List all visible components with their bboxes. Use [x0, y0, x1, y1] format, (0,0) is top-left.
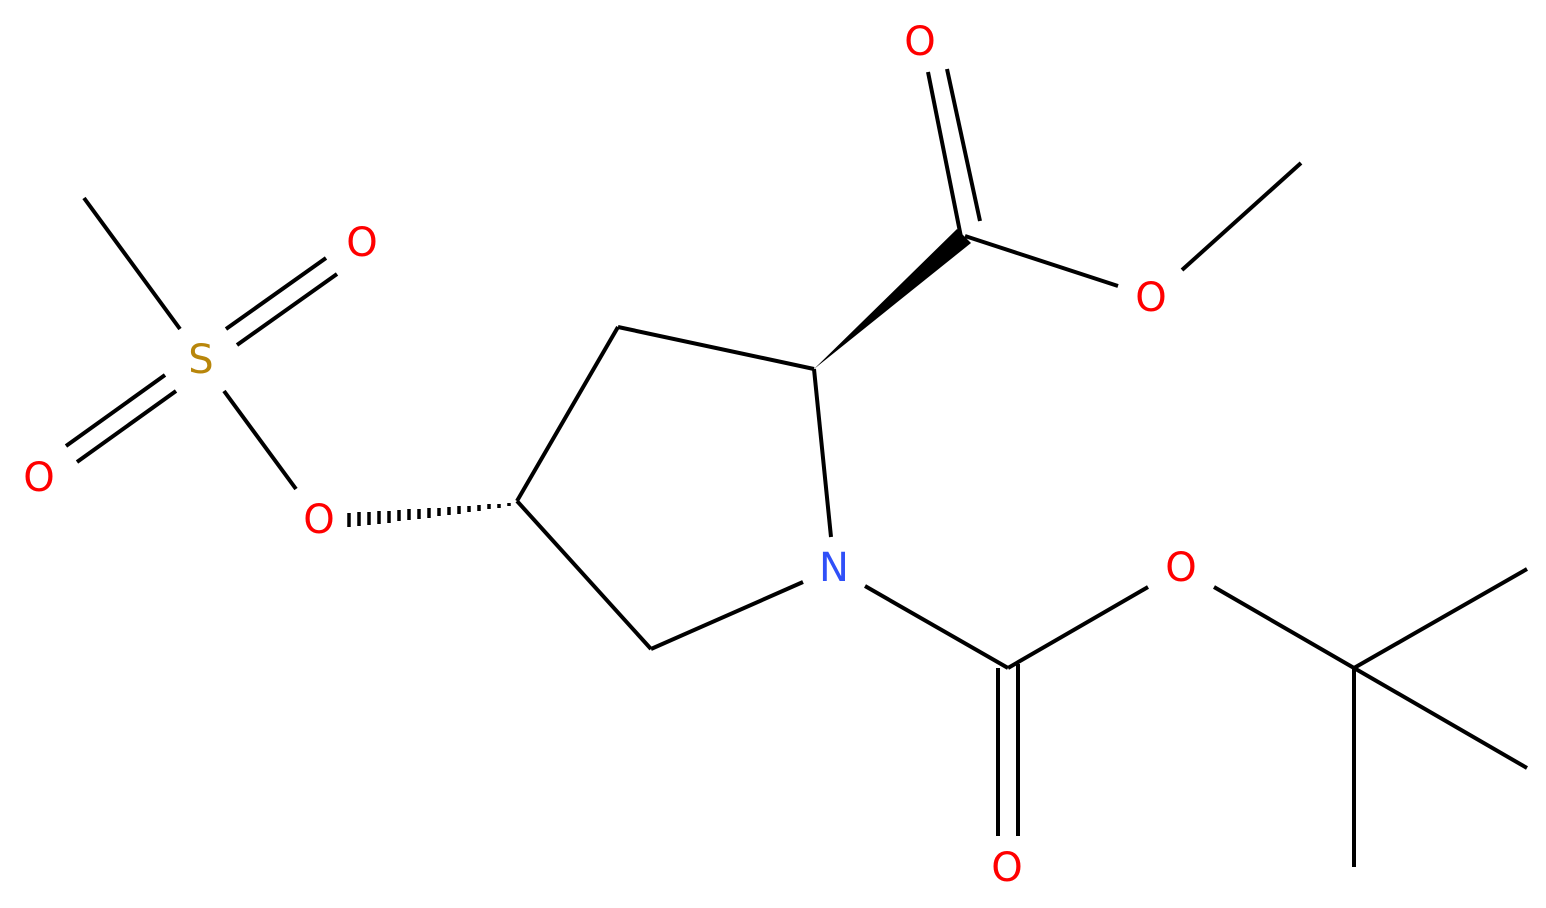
atom-o-sulfonyl-left: O	[23, 455, 54, 501]
bond-ester-carbonyl-b	[945, 68, 982, 222]
atom-labels: O O O S O O N O O	[23, 19, 1196, 891]
bond-ring-c3-c2	[617, 325, 815, 371]
hashed-bond-c4-o	[347, 503, 511, 527]
atom-o-boc-ether: O	[1165, 545, 1196, 591]
wedge-bond-c2-ester	[814, 229, 971, 369]
bond-ring-c5-c4	[515, 499, 653, 651]
bond-ester-c-o	[964, 234, 1119, 288]
bond-sulfur-oxygen-left-b	[75, 389, 178, 464]
bond-sulfur-oxygen-top-a	[224, 256, 328, 331]
bond-ring-n-c5	[650, 580, 804, 651]
bond-methyl-sulfur	[82, 196, 182, 331]
atom-o-mesylate: O	[303, 497, 334, 543]
atom-o-sulfonyl-top: O	[346, 220, 377, 266]
bond-tbu-methyl-right	[1352, 666, 1529, 770]
bond-sulfur-oxygen-top-b	[235, 272, 339, 347]
bond-ring-c2-n	[812, 368, 833, 538]
atom-o-carbonyl-top: O	[904, 19, 935, 65]
bond-ester-carbonyl-a	[926, 71, 963, 238]
bond-methoxy-methyl	[1180, 161, 1303, 272]
bond-ring-c4-c3	[515, 325, 620, 503]
bond-n-boc-carbon	[864, 584, 1009, 670]
atom-o-methoxy: O	[1135, 275, 1166, 321]
atom-s-sulfonyl: S	[188, 337, 213, 383]
bonds	[64, 68, 1529, 867]
atom-n-ring: N	[819, 545, 849, 591]
atom-o-boc-carbonyl: O	[991, 845, 1022, 891]
bond-sulfur-oxygen-left-a	[64, 373, 167, 448]
bond-o-tbu	[1212, 585, 1356, 670]
bond-sulfur-oxygen-ester	[222, 389, 298, 491]
bond-boc-c-o	[1006, 585, 1150, 670]
bond-tbu-methyl-top	[1353, 567, 1528, 670]
